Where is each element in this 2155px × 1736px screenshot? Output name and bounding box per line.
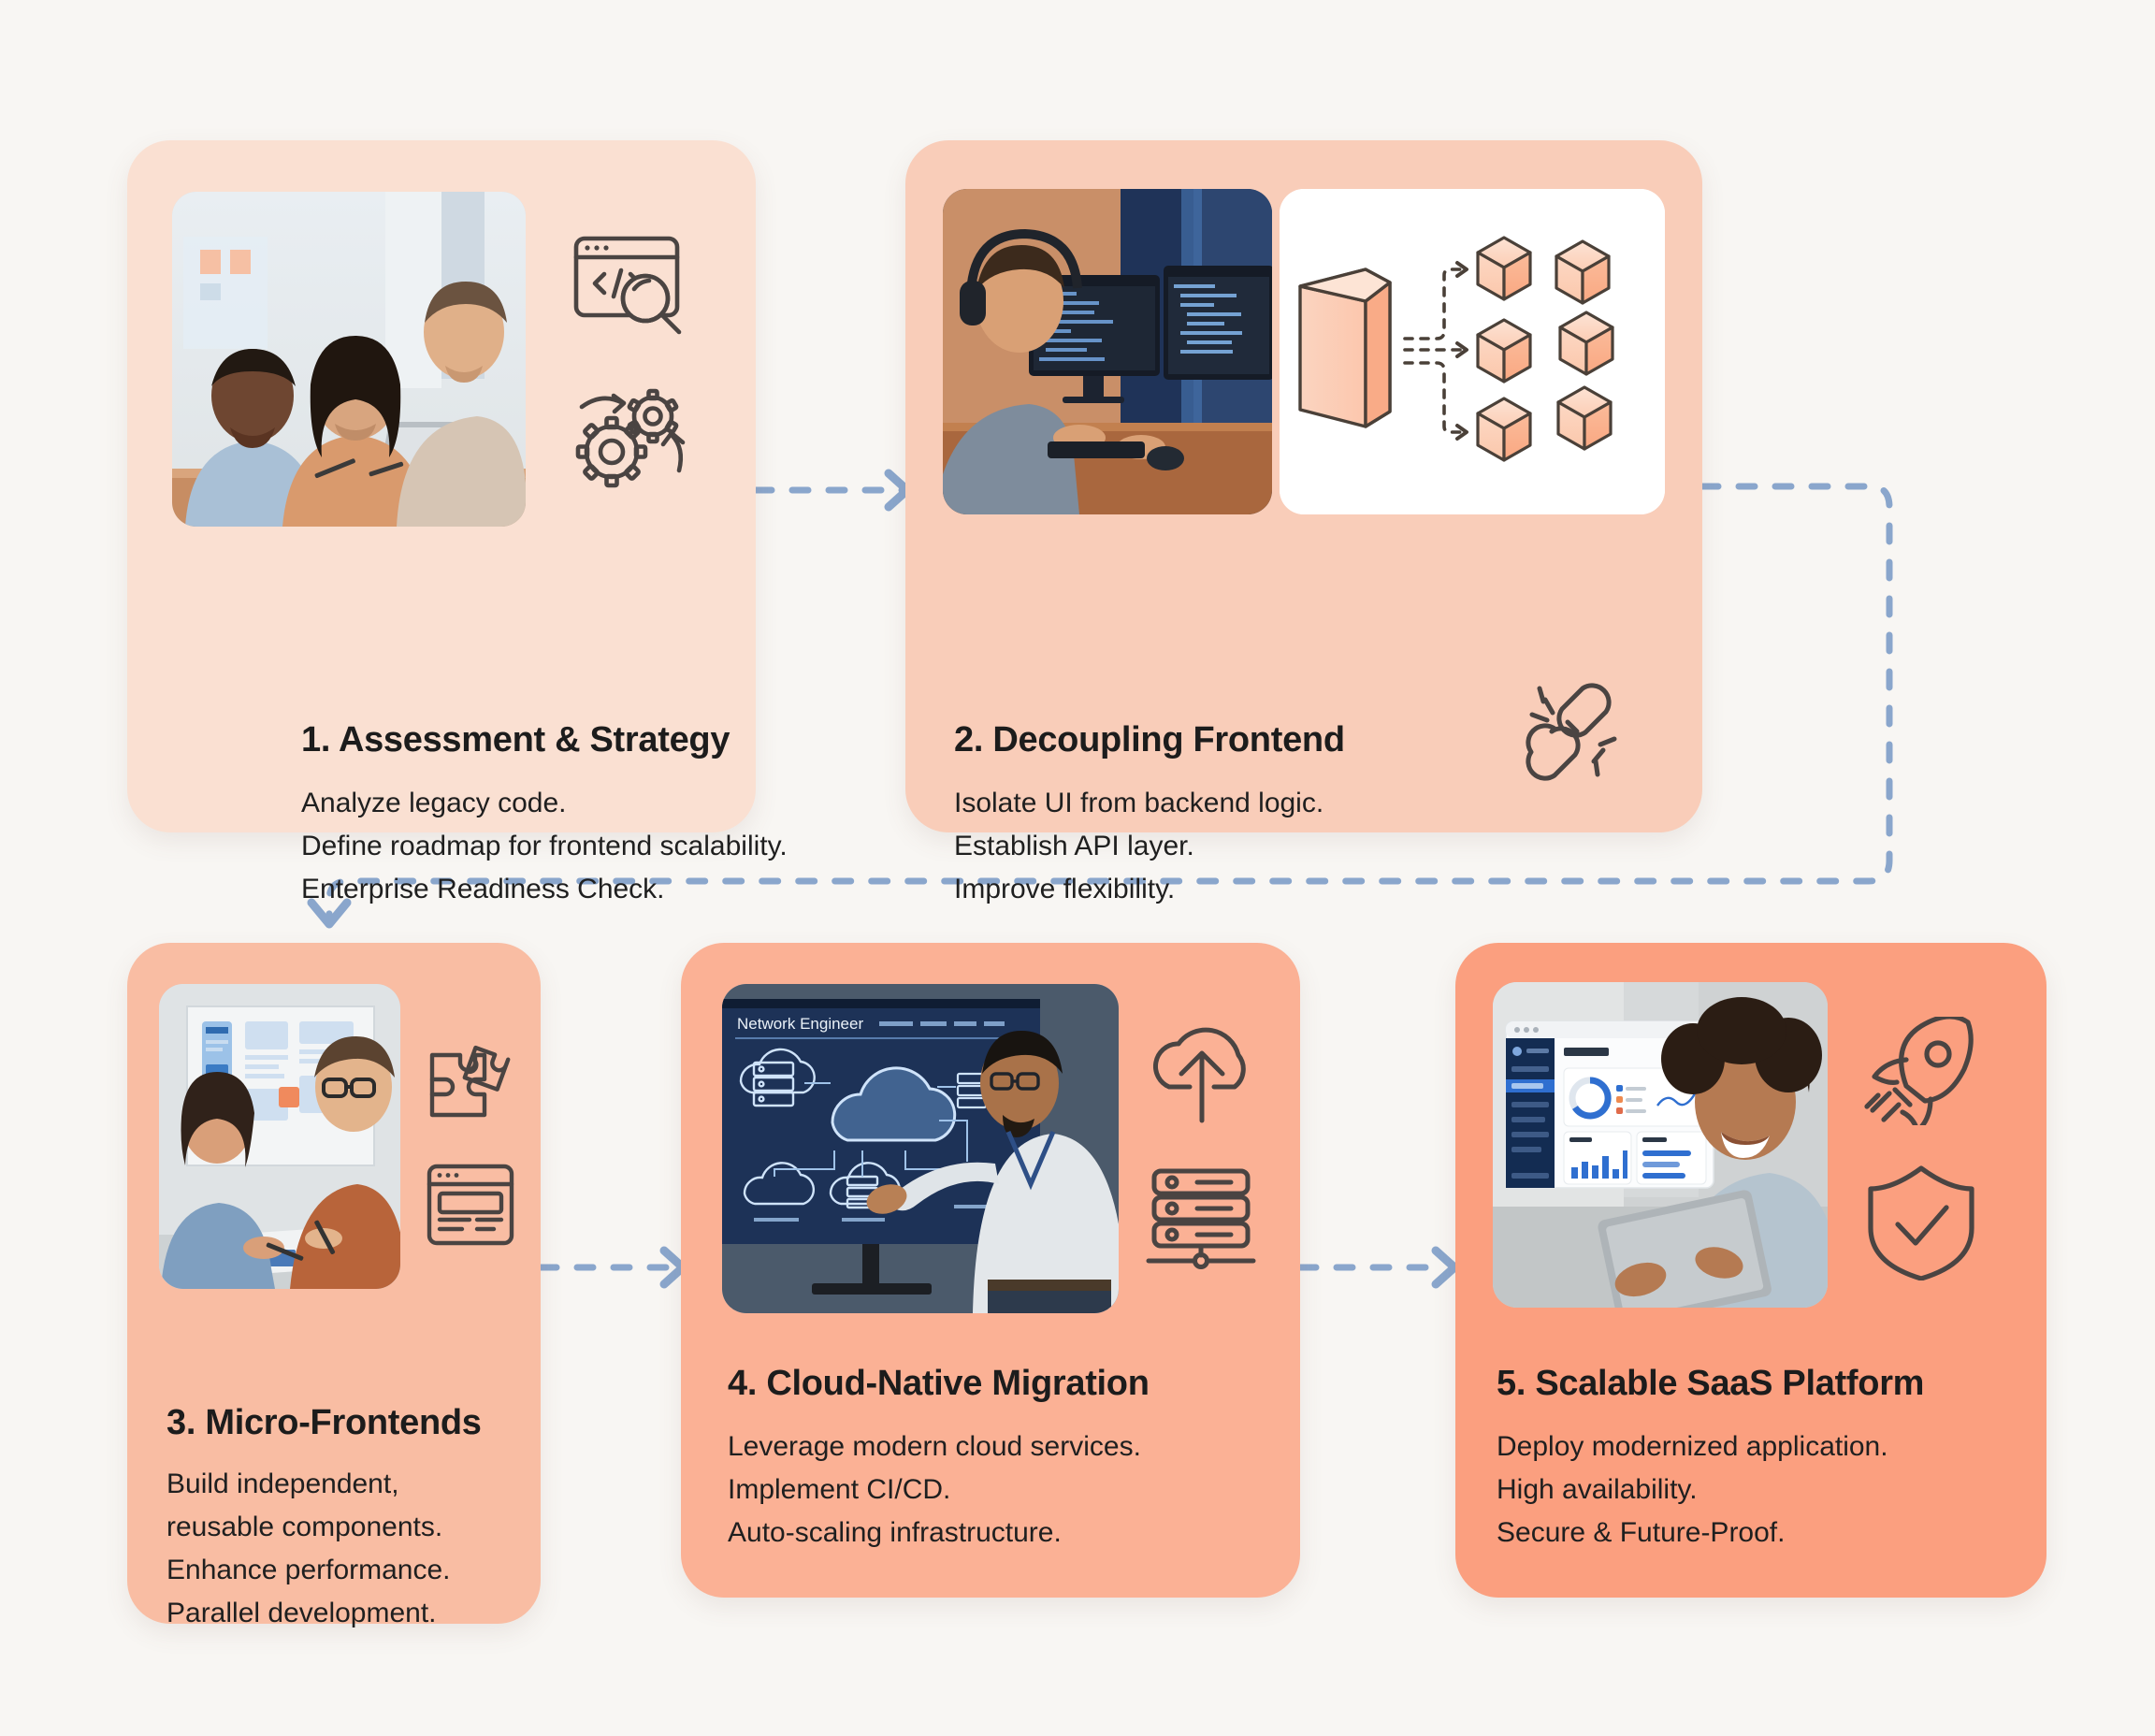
card-1-lines: Analyze legacy code. Define roadmap for … xyxy=(301,782,788,911)
card-1-icon-column xyxy=(546,196,715,524)
card-4-title: 4. Cloud-Native Migration xyxy=(728,1364,1150,1403)
card-2-line-3: Improve flexibility. xyxy=(954,874,1176,904)
arrowhead-4-to-5 xyxy=(1431,1246,1459,1289)
card-4-icon-column xyxy=(1132,1008,1272,1289)
card-2-photo xyxy=(943,189,1272,514)
cloud-upload-icon xyxy=(1152,1027,1246,1123)
card-decoupling-frontend[interactable]: 2. Decoupling Frontend Isolate UI from b… xyxy=(905,140,1702,904)
card-5-line-3: Secure & Future-Proof. xyxy=(1497,1517,1786,1548)
gears-rotation-icon xyxy=(575,388,686,488)
card-2-title: 2. Decoupling Frontend xyxy=(954,720,1345,760)
card-1-title: 1. Assessment & Strategy xyxy=(301,720,730,760)
card-2-line-2: Establish API layer. xyxy=(954,831,1194,861)
card-3-lines: Build independent, reusable components. … xyxy=(166,1463,451,1635)
card-3-photo xyxy=(159,984,400,1289)
card-3-title: 3. Micro-Frontends xyxy=(166,1403,482,1442)
card-3-line-2: reusable components. xyxy=(166,1512,443,1542)
card-4-screen-label: Network Engineer xyxy=(737,1015,863,1033)
card-2-icon-broken-chain xyxy=(1511,673,1626,789)
wireframe-window-icon xyxy=(427,1164,514,1246)
shield-check-icon xyxy=(1868,1165,1974,1280)
card-3-line-3: Enhance performance. xyxy=(166,1555,451,1585)
card-5-photo xyxy=(1493,982,1828,1308)
card-3-line-1: Build independent, xyxy=(166,1468,399,1499)
card-2-lines: Isolate UI from backend logic. Establish… xyxy=(954,782,1323,911)
card-4-line-2: Implement CI/CD. xyxy=(728,1474,951,1505)
card-cloud-native-migration[interactable]: Network Engineer xyxy=(681,943,1300,1598)
card-5-line-1: Deploy modernized application. xyxy=(1497,1431,1888,1462)
card-4-line-1: Leverage modern cloud services. xyxy=(728,1431,1141,1462)
card-4-photo: Network Engineer xyxy=(722,984,1119,1313)
puzzle-pieces-icon xyxy=(429,1045,511,1118)
broken-chain-icon xyxy=(1526,683,1617,781)
server-stack-icon xyxy=(1146,1168,1256,1269)
card-2-architecture-diagram xyxy=(1280,189,1665,514)
card-3-icon-column xyxy=(419,1010,522,1272)
arrowhead-1-to-2 xyxy=(884,469,912,512)
card-3-line-4: Parallel development. xyxy=(166,1598,437,1628)
arrowhead-3-to-4 xyxy=(659,1246,687,1289)
card-assessment-strategy[interactable]: 1. Assessment & Strategy Analyze legacy … xyxy=(127,140,788,904)
card-5-line-2: High availability. xyxy=(1497,1474,1698,1505)
card-micro-frontends[interactable]: 3. Micro-Frontends Build independent, re… xyxy=(127,943,541,1628)
card-1-line-1: Analyze legacy code. xyxy=(301,788,567,818)
code-window-search-icon xyxy=(573,236,682,335)
card-2-line-1: Isolate UI from backend logic. xyxy=(954,788,1324,818)
card-5-title: 5. Scalable SaaS Platform xyxy=(1497,1364,1925,1403)
card-5-lines: Deploy modernized application. High avai… xyxy=(1497,1425,1888,1555)
card-1-photo xyxy=(172,192,526,527)
card-1-line-3: Enterprise Readiness Check. xyxy=(301,874,665,904)
card-4-line-3: Auto-scaling infrastructure. xyxy=(728,1517,1062,1548)
rocket-icon xyxy=(1864,1017,1974,1125)
card-4-lines: Leverage modern cloud services. Implemen… xyxy=(728,1425,1141,1555)
card-scalable-saas-platform[interactable]: 5. Scalable SaaS Platform Deploy moderni… xyxy=(1455,943,2047,1598)
card-5-icon-column xyxy=(1846,1008,1996,1289)
card-1-line-2: Define roadmap for frontend scalability. xyxy=(301,831,788,861)
